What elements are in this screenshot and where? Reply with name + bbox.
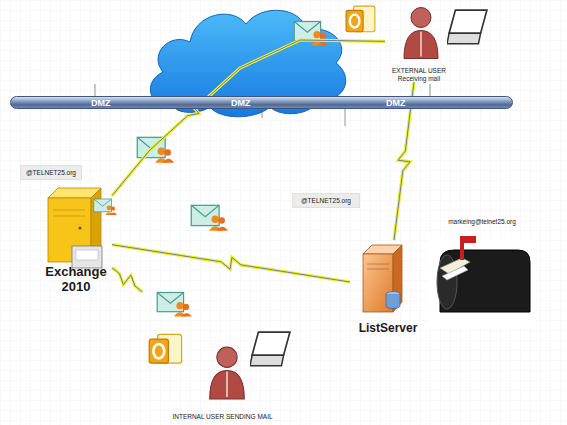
mail-link	[112, 268, 142, 292]
node-label: Exchange 2010	[40, 265, 112, 295]
external-user: EXTERNAL USER Receiving mail	[385, 2, 453, 82]
exchange-server-icon	[48, 188, 117, 268]
list-server-icon	[363, 245, 402, 312]
node-label: EXTERNAL USER Receiving mail	[385, 67, 453, 82]
dmz-pipe: DMZ DMZ DMZ	[10, 96, 513, 109]
domain-tag: @TELNET25.org	[20, 165, 82, 180]
mail-link	[112, 40, 385, 196]
internal-user: INTERNAL USER SENDING MAIL	[140, 292, 305, 420]
node-label: markeing@telnet25.org	[448, 218, 516, 225]
internal-user-icons	[149, 293, 290, 399]
external-user-icons	[294, 6, 487, 58]
domain-tag: @TELNET25.org	[292, 193, 360, 208]
node-label: @TELNET25.org	[301, 197, 351, 204]
zone-label: DMZ	[386, 98, 406, 108]
mailbox: markeing@telnet25.org	[428, 218, 536, 328]
mail-link	[112, 245, 350, 282]
list-server: ListServer	[350, 240, 426, 336]
mailbox-illustration	[428, 236, 536, 328]
zone-label: DMZ	[91, 98, 111, 108]
node-label: INTERNAL USER SENDING MAIL	[172, 413, 272, 420]
zone-label: DMZ	[231, 98, 251, 108]
node-label: @TELNET25.org	[26, 169, 76, 176]
node-label: ListServer	[359, 322, 418, 336]
exchange-server: Exchange 2010	[40, 183, 112, 295]
